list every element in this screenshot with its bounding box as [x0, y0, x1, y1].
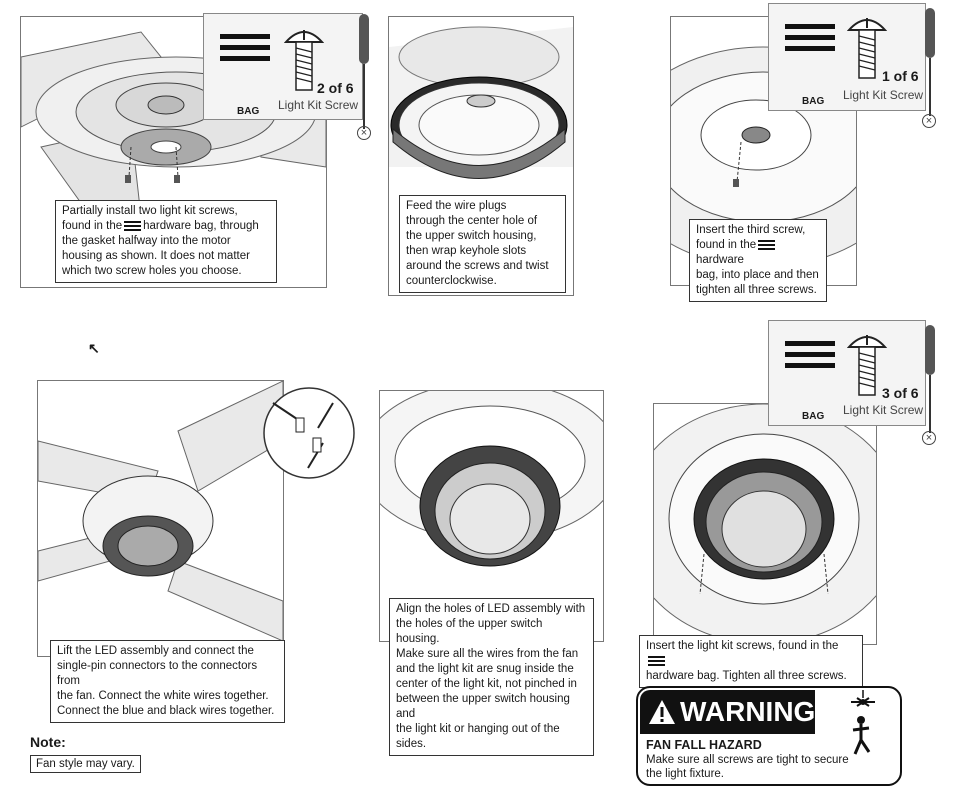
led-assembly-connect-drawing [38, 381, 283, 642]
step-5-caption: Align the holes of LED assembly with the… [389, 598, 594, 756]
hardware-bag-icon [220, 34, 270, 67]
caption-line: the light kit or hanging out of the side… [396, 723, 560, 750]
caption-line: Make sure all the wires from the fan [396, 648, 579, 660]
bag-count: 3 of 6 [882, 385, 919, 401]
caption-line: Align the holes of LED assembly with [396, 603, 586, 615]
bag-count: 1 of 6 [882, 68, 919, 84]
caption-line: Partially install two light kit screws, [62, 205, 238, 217]
caption-fragment: found in the [62, 220, 123, 233]
warning-title: WARNING [680, 696, 816, 727]
caption-line: tighten all three screws. [696, 284, 817, 297]
bag-label: BAG [802, 96, 825, 107]
caption-line: the gasket halfway into the motor [62, 235, 231, 248]
caption-line: single-pin connectors to the connectors … [57, 660, 258, 687]
screw-icon [847, 335, 887, 396]
caption-line: the fan. Connect the white wires togethe… [57, 690, 269, 702]
note-title: Note: [30, 734, 66, 750]
caption-line: counterclockwise. [406, 275, 497, 287]
caption-line: Feed the wire plugs [406, 200, 507, 212]
no-symbol-icon: × [357, 126, 371, 140]
warning-triangle-icon [649, 700, 675, 724]
caption-line: which two screw holes you choose. [62, 265, 242, 278]
note-text: Fan style may vary. [30, 755, 141, 773]
no-symbol-icon: × [922, 114, 936, 128]
arrow-icon: ↖ [88, 340, 100, 356]
caption-fragment: hardware [696, 254, 744, 267]
caption-line: bag, into place and then [696, 269, 819, 282]
hardware-bag-icon [124, 219, 142, 233]
led-alignment-drawing [380, 391, 603, 567]
caption-line: center of the light kit, not pinched in [396, 678, 577, 690]
screwdriver-icon [925, 8, 935, 116]
step-6-caption: Insert the light kit screws, found in th… [639, 635, 863, 689]
falling-fan-icon [851, 690, 875, 755]
warning-header: WARNING [640, 690, 815, 734]
step-1-caption: Partially install two light kit screws, … [55, 200, 277, 284]
caption-line: Insert the light kit screws, found in th… [646, 639, 856, 669]
bag-count: 2 of 6 [317, 80, 354, 96]
hardware-bag-icon [758, 238, 776, 252]
switch-housing-drawing [389, 26, 573, 179]
warning-box: WARNING FAN FALL HAZARD Make sure all sc… [636, 686, 902, 786]
screwdriver-icon [359, 14, 369, 129]
caption-line: around the screws and twist [406, 260, 549, 272]
screw-label: Light Kit Screw [278, 98, 359, 112]
step-6-illustration [653, 403, 877, 645]
warning-text: Make sure all screws are tight to secure… [646, 753, 849, 781]
caption-fragment: found in the [696, 239, 757, 252]
wire-connector-detail [263, 387, 355, 479]
screw-label: Light Kit Screw [843, 403, 924, 417]
hardware-bag-icon [785, 341, 835, 374]
step-4-caption: Lift the LED assembly and connect the si… [50, 640, 285, 723]
no-symbol-icon: × [922, 431, 936, 445]
screwdriver-icon [925, 325, 935, 433]
caption-fragment: Insert the light kit screws, found in th… [646, 640, 839, 652]
caption-line: the holes of the upper switch housing. [396, 618, 543, 645]
caption-line: Lift the LED assembly and connect the [57, 645, 254, 657]
step-4-illustration [37, 380, 284, 657]
step-2-caption: Feed the wire plugs through the center h… [399, 195, 566, 293]
hardware-bag-card-3: BAG 3 of 6 Light Kit Screw [768, 320, 926, 426]
warning-line: the light fixture. [646, 768, 724, 780]
caption-line: Insert the third screw, [696, 224, 806, 236]
hazard-title: FAN FALL HAZARD [646, 738, 762, 752]
hardware-bag-card-2: BAG 1 of 6 Light Kit Screw [768, 3, 926, 111]
caption-line: found in the hardware bag, through [62, 219, 270, 234]
caption-fragment: hardware bag, through [143, 220, 259, 233]
hardware-bag-icon [785, 24, 835, 57]
hardware-bag-icon [648, 654, 665, 668]
hardware-bag-card-1: BAG 2 of 6 Light Kit Screw [203, 13, 363, 120]
screw-label: Light Kit Screw [843, 88, 924, 102]
caption-line: housing as shown. It does not matter [62, 250, 250, 263]
caption-line: the upper switch housing, [406, 230, 537, 242]
warning-line: Make sure all screws are tight to secure [646, 754, 849, 766]
caption-line: hardware bag. Tighten all three screws. [646, 670, 847, 683]
bag-label: BAG [802, 411, 825, 422]
caption-line: found in the hardware [696, 238, 820, 268]
caption-line: between the upper switch housing and [396, 693, 570, 720]
caption-line: through the center hole of [406, 215, 538, 227]
caption-line: then wrap keyhole slots [406, 245, 527, 257]
screw-icon [847, 18, 887, 79]
bag-label: BAG [237, 106, 260, 117]
caption-line: Connect the blue and black wires togethe… [57, 705, 275, 717]
light-kit-installed-drawing [654, 404, 876, 644]
caption-line: and the light kit are snug inside the [396, 663, 574, 675]
step-3-caption: Insert the third screw, found in the hard… [689, 219, 827, 303]
screw-icon [284, 30, 324, 91]
